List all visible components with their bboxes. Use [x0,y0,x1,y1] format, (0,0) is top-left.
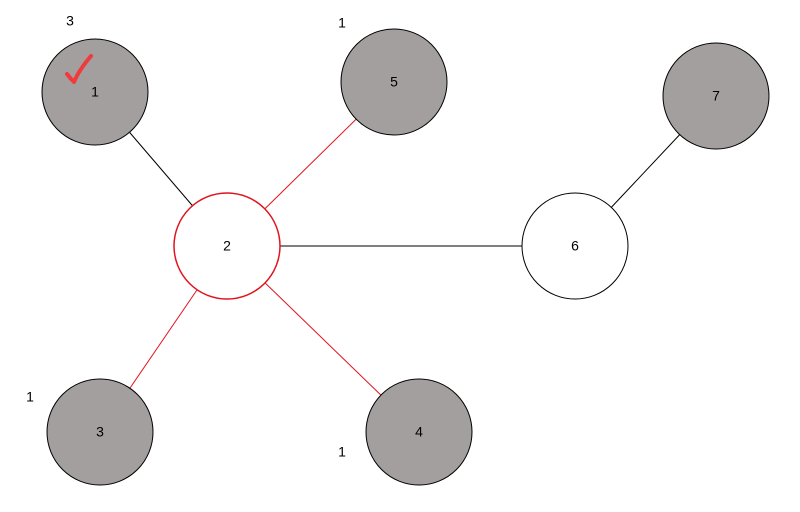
node-6: 6 [521,192,629,300]
node-3: 3 [46,378,154,486]
marks-layer [65,54,93,84]
edges-layer [129,118,681,396]
node-circle-3 [46,378,154,486]
node-label-7: 7 [712,88,720,104]
edge-1-2 [129,131,193,207]
node-label-5: 5 [390,74,398,90]
edge-6-7 [610,134,681,208]
node-circle-2 [173,192,281,300]
node-count-1: 3 [66,13,74,29]
node-7: 7 [662,42,770,150]
node-label-2: 2 [223,238,231,254]
edge-2-5 [264,118,357,210]
checkmark-icon [65,54,93,84]
node-circle-5 [340,28,448,136]
node-1: 1 [41,38,149,146]
nodes-layer: 1 2 3 4 5 6 7 [41,28,770,486]
node-label-6: 6 [571,238,579,254]
node-count-3: 1 [26,389,34,405]
node-circle-1 [41,38,149,146]
node-2: 2 [173,192,281,300]
node-label-3: 3 [96,424,104,440]
node-circle-7 [662,42,770,150]
node-count-4: 1 [338,444,346,460]
edge-2-4 [264,282,382,396]
node-count-5: 1 [338,15,346,31]
node-label-1: 1 [91,84,99,100]
node-4: 4 [365,378,473,486]
node-5: 5 [340,28,448,136]
edge-2-3 [129,289,198,389]
node-label-4: 4 [415,424,423,440]
node-circle-6 [521,192,629,300]
node-circle-4 [365,378,473,486]
counts-layer: 3 1 1 1 [26,13,346,460]
